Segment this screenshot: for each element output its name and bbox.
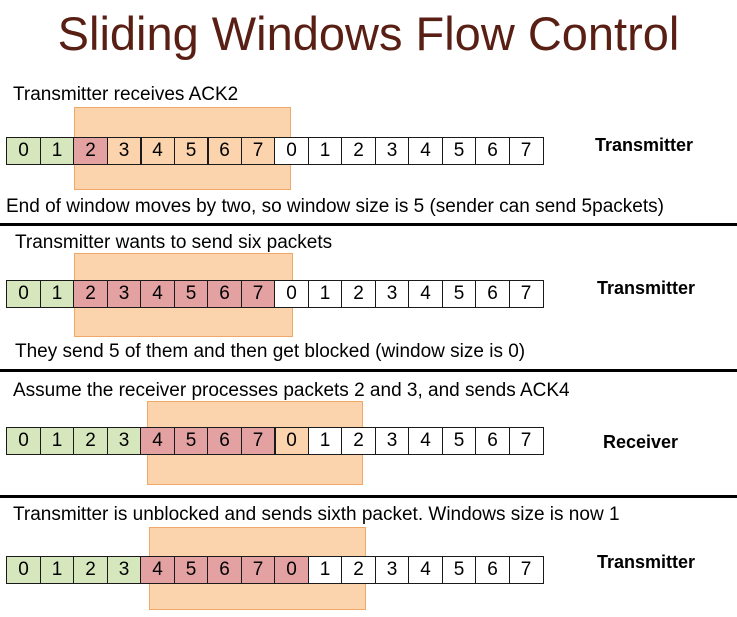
sequence-cell: 1 [307,137,343,165]
sequence-cell: 0 [274,556,309,584]
sequence-cell: 1 [39,280,75,308]
sequence-cell: 5 [173,556,209,584]
sequence-cell: 4 [140,427,175,455]
section-1-side-label: Transmitter [595,135,694,155]
sequence-cell: 3 [374,280,410,308]
sequence-cell: 6 [475,137,510,165]
sequence-cell: 3 [374,137,410,165]
section-1-caption: Transmitter receives ACK2 [13,84,239,105]
sequence-cell: 1 [39,427,75,455]
sequence-cell: 0 [6,427,41,455]
sequence-cell: 4 [140,280,175,308]
section-3-side-label: Receiver [603,432,679,452]
sequence-cell: 3 [106,556,142,584]
sequence-cell: 7 [240,137,276,165]
sequence-cell: 6 [475,427,510,455]
sequence-cell: 6 [475,556,510,584]
sequence-cell: 4 [408,280,443,308]
sequence-cell: 0 [274,280,309,308]
section-1-note: End of window moves by two, so window si… [6,196,664,217]
sequence-cell: 6 [475,280,510,308]
sequence-cell: 2 [341,137,376,165]
sequence-cell: 1 [307,427,343,455]
sequence-cell: 0 [6,280,41,308]
sequence-cell: 5 [441,137,477,165]
sequence-cell: 4 [408,556,443,584]
section-divider [0,495,737,498]
sequence-cell: 7 [508,280,544,308]
sequence-cell: 4 [408,137,443,165]
section-divider [0,369,737,372]
sequence-cell: 4 [408,427,443,455]
sequence-cell: 5 [173,427,209,455]
sequence-cell: 6 [207,556,242,584]
sequence-cell: 7 [508,556,544,584]
sequence-cell: 5 [441,280,477,308]
sequence-cell: 2 [73,427,108,455]
sequence-cell: 7 [240,427,276,455]
sequence-cell: 5 [441,556,477,584]
section-4-side-label: Transmitter [597,552,696,572]
sequence-cell: 2 [341,280,376,308]
sequence-cell: 6 [207,280,242,308]
sequence-cell: 7 [240,556,276,584]
section-divider [0,223,737,226]
sequence-cell: 2 [341,556,376,584]
sequence-cell: 4 [140,556,175,584]
sequence-cell: 7 [508,427,544,455]
sequence-cell: 1 [39,556,75,584]
sequence-cell: 1 [307,556,343,584]
sequence-cell: 7 [240,280,276,308]
sequence-cell: 0 [6,556,41,584]
section-2-caption: Transmitter wants to send six packets [15,232,333,253]
sequence-cell: 1 [39,137,75,165]
sequence-cell: 0 [6,137,41,165]
sequence-cell: 5 [173,280,209,308]
sequence-cell: 2 [73,280,108,308]
section-2-side-label: Transmitter [597,278,696,298]
section-1-window-band [74,107,291,190]
sequence-cell: 1 [307,280,343,308]
sequence-cell: 2 [341,427,376,455]
sequence-cell: 2 [73,137,108,165]
sequence-cell: 6 [207,427,242,455]
sequence-cell: 0 [274,427,309,455]
sequence-cell: 3 [374,556,410,584]
sequence-cell: 6 [207,137,242,165]
sequence-cell: 0 [274,137,309,165]
sequence-cell: 2 [73,556,108,584]
sequence-cell: 3 [106,280,142,308]
sequence-cell: 5 [173,137,209,165]
sequence-cell: 3 [106,427,142,455]
sequence-cell: 3 [106,137,142,165]
slide-title: Sliding Windows Flow Control [57,7,680,60]
section-4-caption: Transmitter is unblocked and sends sixth… [13,504,620,525]
sequence-cell: 5 [441,427,477,455]
sequence-cell: 4 [140,137,175,165]
section-2-note: They send 5 of them and then get blocked… [15,341,526,362]
sequence-cell: 3 [374,427,410,455]
section-3-caption: Assume the receiver processes packets 2 … [13,380,570,401]
sequence-cell: 7 [508,137,544,165]
